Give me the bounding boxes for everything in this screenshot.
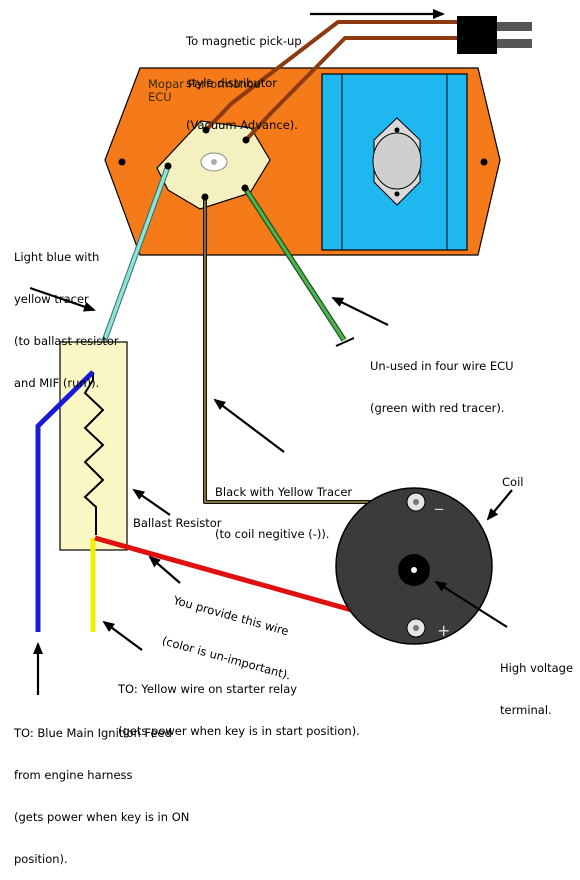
ecu-mount-hole-right [480,158,488,166]
arrow-ballast [132,488,171,516]
label-unused-wire: Un-used in four wire ECU (green with red… [370,359,514,415]
arrow-high-voltage [434,580,508,628]
coil-positive-mark: + [437,621,450,640]
wire-blue-feed [35,370,95,632]
arrow-coil [486,489,513,521]
arrow-provide [148,555,181,584]
distributor-plug [457,16,532,54]
ignition-coil [335,487,493,645]
resistor-zigzag [83,372,105,535]
label-yellow-wire: TO: Yellow wire on starter relay (gets p… [118,682,360,738]
ecu-mount-hole-left [118,158,126,166]
label-high-voltage: High voltage terminal. [500,661,574,717]
ecu-title: Mopar Performance ECU [148,78,261,104]
label-distributor: To magnetic pick-up style distributor (V… [186,34,302,132]
ecu-heatsink [321,73,468,251]
label-light-blue-wire: Light blue with yellow tracer (to ballas… [14,250,119,390]
ecu-title-line1: Mopar Performance [148,77,261,91]
wire-brown-2 [244,36,470,142]
wire-brown-1 [204,20,470,132]
label-coil: Coil [502,475,524,489]
label-black-yellow-wire: Black with Yellow Tracer (to coil negiti… [215,485,353,541]
wiring-diagram: _ + [29,9,532,695]
label-ballast-resistor: Ballast Resistor [133,516,222,530]
ecu-transistor [372,117,422,206]
arrow-yellow-relay [102,620,143,651]
ecu-title-line2: ECU [148,90,172,104]
arrow-light-blue [29,286,96,312]
coil-negative-mark: _ [434,491,444,511]
arrow-unused [331,297,389,326]
label-blue-feed: TO: Blue Main Ignition Feed from engine … [14,726,190,866]
arrow-black-yellow [213,398,285,453]
